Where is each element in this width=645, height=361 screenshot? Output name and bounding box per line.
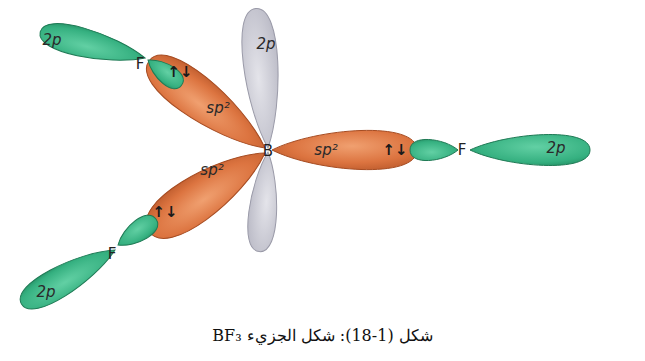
fluorine-p-lobe xyxy=(14,237,123,317)
orbital-label: 2p xyxy=(256,37,275,52)
sp2-lobe xyxy=(272,130,417,169)
orbital-label: 2p xyxy=(546,141,565,156)
atom-symbol: F xyxy=(108,247,117,262)
sp2-lobe xyxy=(136,134,277,250)
hybrid-label: sp² xyxy=(314,143,337,158)
orbital-label: 2p xyxy=(36,285,55,300)
figure-caption: شكل (1-18): شكل الجزيء BF₃ xyxy=(0,326,645,345)
hybrid-label: sp² xyxy=(200,163,223,178)
orbital-label: 2p xyxy=(42,33,61,48)
atom-symbol: F xyxy=(136,57,145,72)
hybrid-label: sp² xyxy=(206,101,229,116)
electron-pair: ↑↓ xyxy=(382,143,407,158)
fluorine-p-lobe xyxy=(37,18,149,72)
fluorine-p-lobe xyxy=(410,139,458,160)
fluorine-p-lobe xyxy=(470,135,590,166)
electron-pair: ↑↓ xyxy=(167,65,192,80)
atom-symbol: F xyxy=(458,143,467,158)
electron-pair: ↑↓ xyxy=(152,205,177,220)
sp2-lobe xyxy=(136,44,277,165)
atom-symbol: B xyxy=(263,144,273,159)
